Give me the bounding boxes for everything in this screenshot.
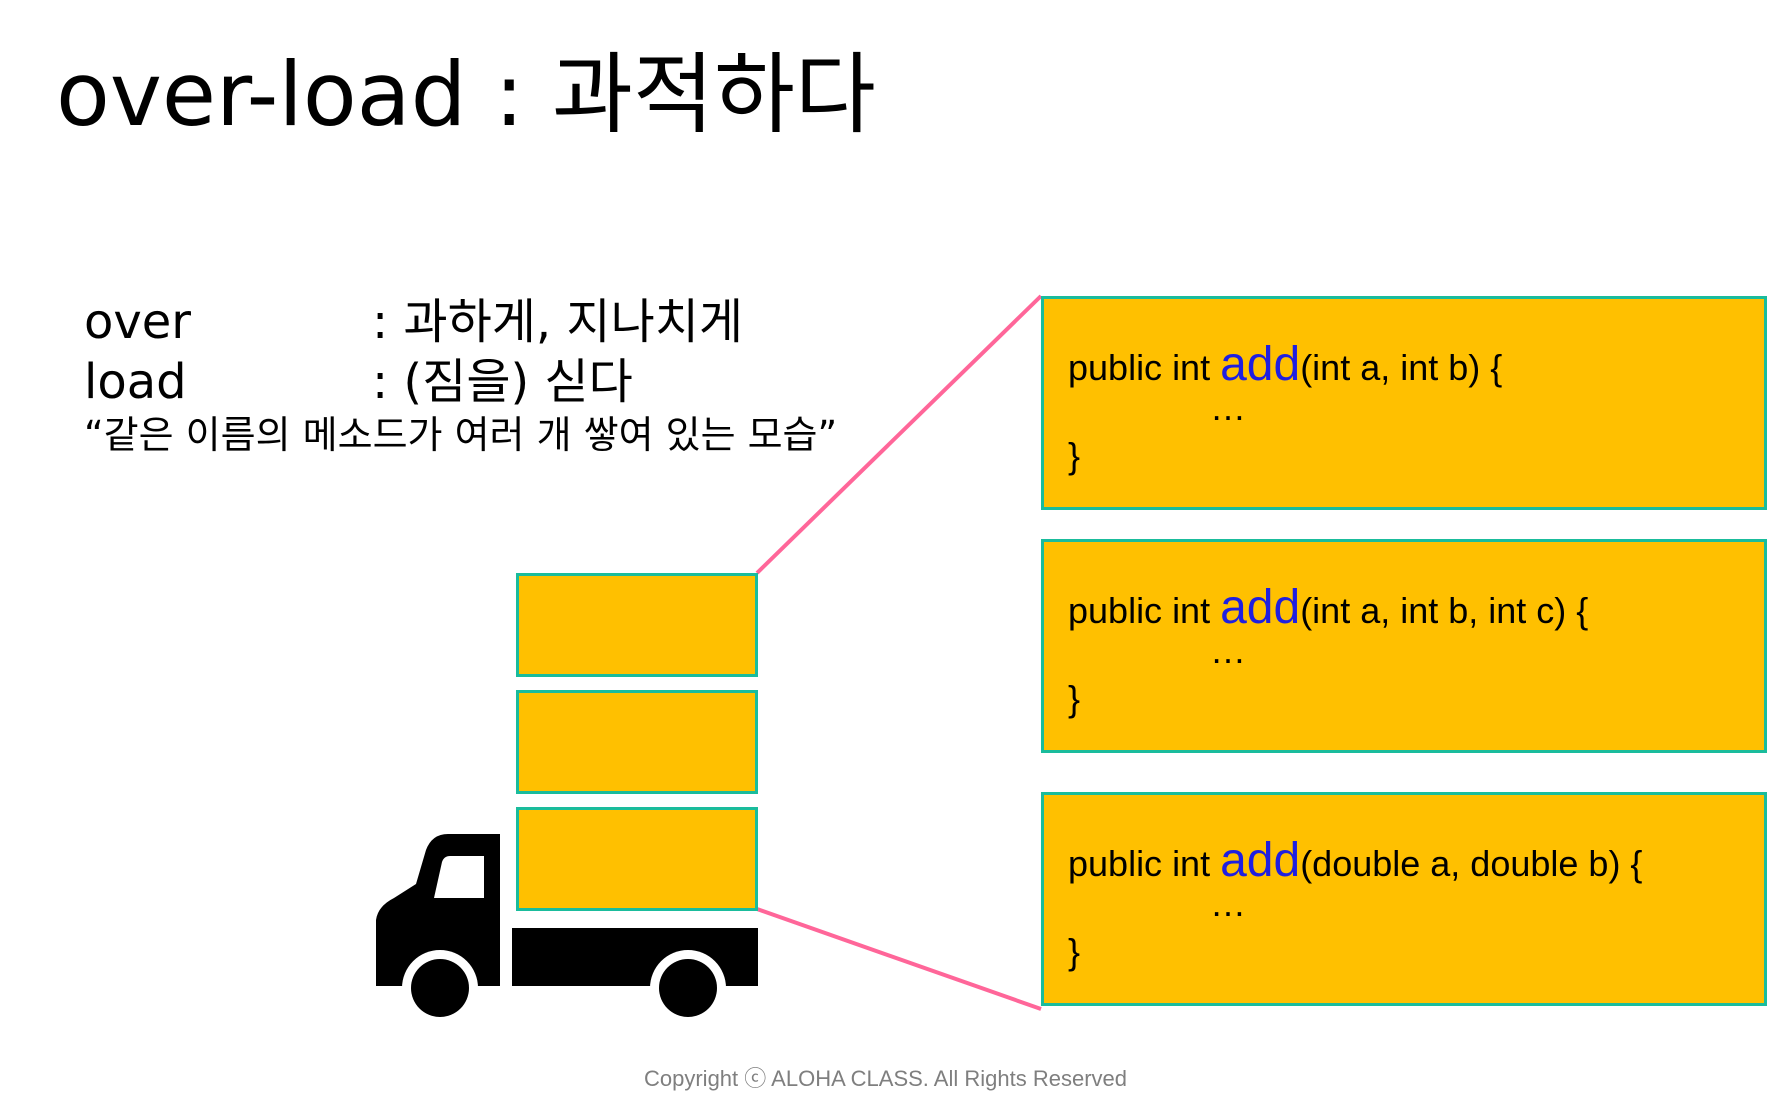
term-definition: : (짐을) 싣다: [372, 354, 633, 410]
method-signature: public int add(int a, int b, int c) {: [1068, 580, 1588, 635]
description-quote: “같은 이름의 메소드가 여러 개 쌓여 있는 모습”: [84, 413, 838, 457]
method-close: }: [1068, 678, 1081, 719]
connector-line-bottom: [756, 907, 1042, 1011]
truck-icon: [376, 834, 758, 1024]
method-box-2: public int add(int a, int b, int c) { … …: [1041, 539, 1767, 753]
method-signature: public int add(int a, int b) {: [1068, 337, 1502, 392]
term-word: load: [84, 354, 187, 410]
method-params: (double a, double b) {: [1300, 843, 1643, 884]
method-params: (int a, int b, int c) {: [1300, 590, 1589, 631]
method-name: add: [1220, 581, 1301, 634]
method-name: add: [1220, 834, 1301, 887]
method-close: }: [1068, 931, 1081, 972]
term-definition: : 과하게, 지나치게: [372, 294, 744, 350]
method-body: …: [1210, 387, 1246, 428]
connector-line-top: [755, 294, 1043, 575]
cargo-box-middle: [516, 690, 758, 794]
term-word: over: [84, 294, 192, 350]
method-prefix: public int: [1068, 347, 1221, 388]
method-body: …: [1210, 883, 1246, 924]
cargo-box-bottom: [516, 807, 758, 911]
method-signature: public int add(double a, double b) {: [1068, 833, 1642, 888]
method-prefix: public int: [1068, 590, 1221, 631]
method-name: add: [1220, 338, 1301, 391]
method-prefix: public int: [1068, 843, 1221, 884]
method-box-1: public int add(int a, int b) { … }: [1041, 296, 1767, 510]
method-params: (int a, int b) {: [1300, 347, 1503, 388]
cargo-box-top: [516, 573, 758, 677]
method-close: }: [1068, 435, 1081, 476]
method-box-3: public int add(double a, double b) { … }: [1041, 792, 1767, 1006]
page-title: over-load : 과적하다: [56, 43, 876, 146]
method-body: …: [1210, 630, 1246, 671]
copyright-footer: Copyright ⓒ ALOHA CLASS. All Rights Rese…: [644, 1066, 1127, 1091]
